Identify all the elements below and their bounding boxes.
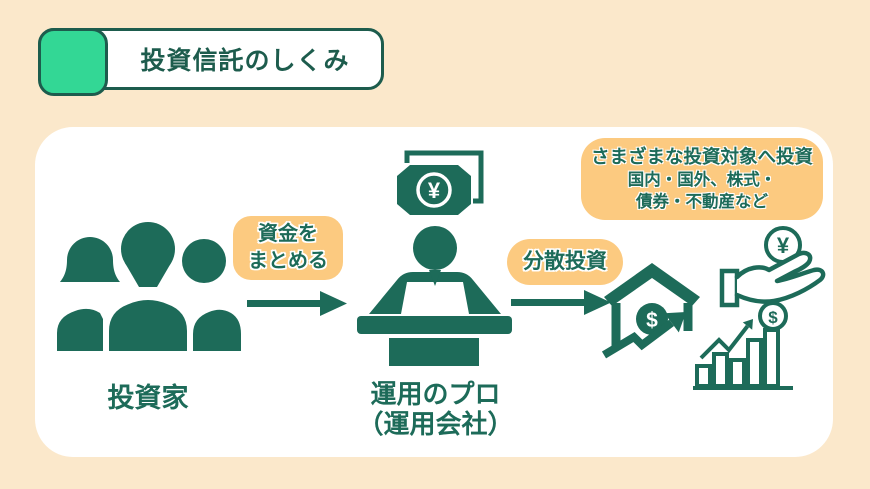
- title-badge: 投資信託のしくみ: [38, 28, 384, 96]
- people-group-icon: [57, 222, 241, 351]
- manager-label: 運用のプロ （運用会社）: [323, 379, 548, 440]
- targets-badge-line2: 国内・国外、株式・: [627, 171, 777, 189]
- fund-manager-desk-icon: [357, 226, 512, 366]
- dollar-symbol: $: [646, 309, 658, 332]
- manager-label-line1: 運用のプロ: [370, 379, 501, 409]
- yen-symbol: ¥: [777, 233, 790, 258]
- house-dollar-icon: $: [602, 263, 700, 359]
- targets-badge: さまざまな投資対象へ投資 国内・国外、株式・ 債券・不動産など: [581, 138, 823, 220]
- pool-funds-line2: まとめる: [248, 250, 328, 272]
- yen-symbol: ¥: [428, 178, 441, 203]
- page-title: 投資信託のしくみ: [140, 47, 350, 75]
- title-accent-block: [38, 28, 108, 96]
- diagram-card: 投資家 資金を まとめる ¥: [35, 127, 833, 457]
- arrow-right-icon: [511, 290, 611, 315]
- targets-badge-title: さまざまな投資対象へ投資: [590, 146, 813, 167]
- manager-label-line2: （運用会社）: [357, 408, 514, 439]
- pool-funds-line1: 資金を: [258, 223, 318, 245]
- hand-yen-coin-icon: ¥: [719, 226, 826, 308]
- investors-label: 投資家: [107, 383, 189, 413]
- arrow-right-icon: [247, 291, 347, 316]
- yen-banknotes-icon: ¥: [397, 150, 484, 215]
- pool-funds-badge: 資金を まとめる: [233, 216, 343, 280]
- growth-chart-dollar-icon: $: [693, 302, 793, 390]
- dollar-symbol: $: [768, 308, 778, 327]
- diversify-badge: 分散投資: [507, 239, 623, 285]
- targets-badge-line3: 債券・不動産など: [636, 193, 768, 211]
